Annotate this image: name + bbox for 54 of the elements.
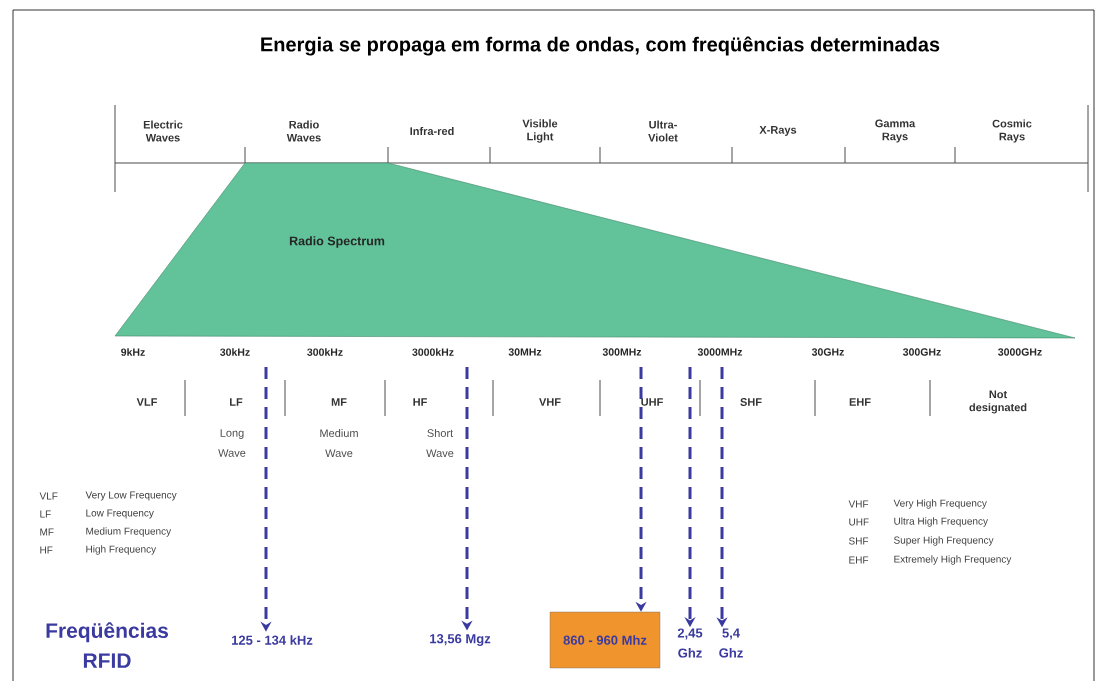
band-label: SHF — [740, 398, 762, 406]
abbreviation-text: Low Frequency — [86, 509, 154, 519]
abbreviation-text: Very Low Frequency — [85, 491, 177, 501]
band-label: Infra-red — [410, 126, 454, 136]
band-label: X-Rays — [759, 126, 797, 136]
band-label: HF — [413, 398, 427, 406]
abbreviation-text: Very High Frequency — [893, 499, 987, 509]
band-label: Ultra-Violet — [648, 120, 678, 142]
spectrum-band: Radio Spectrum — [114, 162, 1076, 339]
heading: Freqüências RFID — [46, 622, 168, 668]
abbreviation-text: VLF — [39, 492, 58, 500]
frequency-tick-label: 300kHz — [307, 348, 343, 356]
frequency-tick-label: 30GHz — [811, 348, 844, 356]
abbreviation-text: EHF — [849, 556, 869, 564]
title: Energia se propaga em forma de ondas, com freqüências determinadas — [261, 36, 940, 56]
abbreviation-text: Extremely High Frequency — [894, 555, 1012, 565]
abbreviation-text: Medium Frequency — [86, 527, 172, 537]
frequency-label: 13,56 Mgz — [430, 634, 491, 646]
frequency-tick-label: 9kHz — [121, 348, 145, 356]
abbreviation-text: Super High Frequency — [894, 536, 994, 546]
band-label: Visible Light — [522, 119, 558, 143]
band-label: LF — [230, 398, 243, 406]
band-label: Not designated — [969, 390, 1027, 414]
frequency-tick-label: 3000kHz — [412, 348, 454, 356]
frequency-tick-label: 300GHz — [903, 348, 941, 356]
frequency-tick-label: 300MHz — [602, 348, 642, 356]
abbreviation-text: LF — [40, 510, 51, 518]
frequency-label: 125 - 134 kHz — [232, 635, 313, 645]
frequency-label: 2,45 Ghz — [677, 628, 703, 658]
abbreviation-text: UHF — [849, 518, 869, 526]
band-label: Electric Waves — [143, 120, 183, 142]
band-label: VLF — [136, 398, 157, 406]
abbreviation-text: MF — [40, 528, 54, 536]
frequency-tick-label: 30kHz — [220, 348, 250, 356]
abbreviation-text: SHF — [849, 537, 869, 545]
band-label: Gamma Rays — [875, 119, 916, 143]
frequency-box: 860 - 960 Mhz — [549, 611, 661, 669]
band-label: Radio Waves — [286, 120, 321, 142]
band-label: Cosmic Rays — [992, 119, 1032, 143]
frequency-tick-label: 3000MHz — [697, 348, 743, 356]
band-label: UHF — [641, 398, 663, 406]
frequency-tick-label: 3000GHz — [998, 348, 1042, 356]
frequency-label: 5,4 Ghz — [719, 628, 743, 658]
abbreviation-text: HF — [40, 546, 53, 554]
band-label: EHF — [849, 398, 871, 406]
abbreviation-text: VHF — [848, 500, 869, 508]
band-label: Medium Wave — [320, 428, 358, 458]
band-label: VHF — [539, 398, 561, 406]
abbreviation-text: Ultra High Frequency — [894, 517, 988, 527]
band-label: MF — [331, 398, 347, 406]
band-label: Short Wave — [426, 428, 454, 458]
band-label: Long Wave — [218, 429, 246, 457]
abbreviation-text: High Frequency — [86, 545, 157, 555]
frequency-tick-label: 30MHz — [508, 348, 542, 356]
